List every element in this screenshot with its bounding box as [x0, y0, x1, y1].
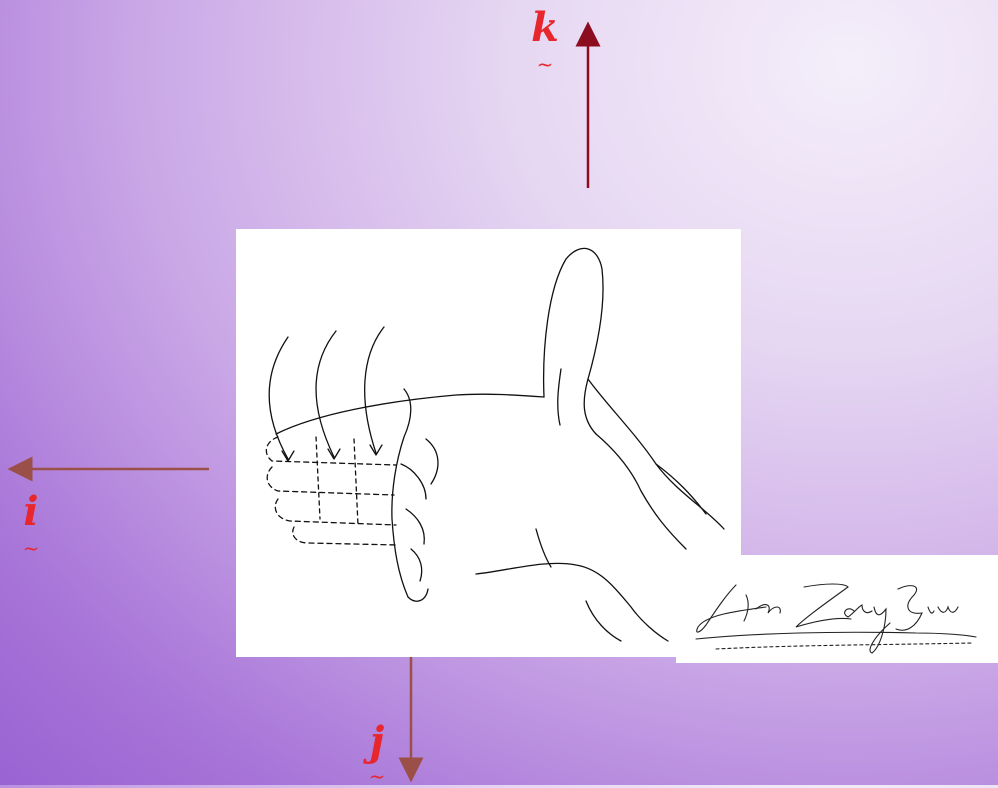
signature-panel [676, 555, 998, 663]
j-axis-tilde: ~ [362, 766, 392, 786]
k-axis-label: k [530, 8, 560, 48]
thumb-outline [544, 248, 603, 434]
curl-arrow-1 [269, 337, 288, 459]
signature-image [676, 555, 998, 663]
j-axis-label: j [362, 722, 392, 762]
hand-illustration [236, 229, 741, 657]
i-axis-label: i [16, 492, 46, 532]
hand-outline [588, 379, 724, 529]
curl-arrow-2 [316, 331, 336, 457]
k-axis-tilde: ~ [530, 54, 560, 74]
i-axis-tilde: ~ [16, 538, 46, 558]
right-hand-drawing [236, 229, 741, 657]
curl-arrow-3 [365, 327, 384, 453]
